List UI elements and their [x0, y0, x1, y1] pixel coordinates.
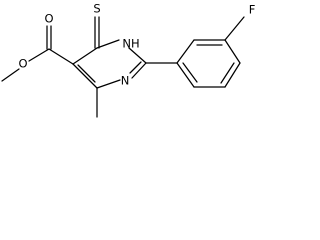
- ester-group: O O: [1, 12, 74, 82]
- bond-c4-c5: [72, 47, 98, 65]
- ester-oxygen-label: O: [18, 57, 27, 71]
- ring-n-label: N: [121, 74, 130, 88]
- bond-c2-n1-inner: [129, 61, 142, 74]
- bond-c5-carboxyl: [48, 48, 74, 65]
- bond-c6-c5: [72, 63, 98, 89]
- bond-carboxyl-oxygen: [28, 48, 50, 62]
- ring-nh-label: NH: [122, 37, 139, 51]
- sulfur-label: S: [93, 2, 100, 16]
- bond-oxygen-methyl: [1, 68, 20, 82]
- bond-ph4-ph5-inner: [220, 62, 235, 84]
- bond-n3-c2: [128, 47, 147, 64]
- bond-ph6-ph1-inner: [182, 62, 198, 83]
- bond-ph1-ph2: [176, 39, 195, 64]
- bond-c2-n1: [131, 62, 147, 79]
- carbonyl-oxygen-label: O: [44, 12, 53, 26]
- fluorophenyl-ring: F: [145, 3, 256, 88]
- fluorine-label: F: [249, 3, 256, 17]
- bond-c4-n3: [96, 39, 120, 49]
- molecule-structure: S NH N O O F: [1, 2, 256, 118]
- bond-n1-c6: [96, 79, 121, 89]
- thione-group: S: [93, 2, 101, 49]
- bond-ph3-fluorine: [224, 16, 245, 41]
- molecule-canvas: S NH N O O F: [1, 1, 256, 118]
- pyrimidine-ring: [72, 39, 147, 89]
- bond-ph4-ph5: [224, 62, 241, 88]
- bond-ph6-ph1: [176, 62, 195, 88]
- bond-ph3-ph4: [224, 39, 241, 64]
- bond-c6-c5-inner: [77, 64, 96, 83]
